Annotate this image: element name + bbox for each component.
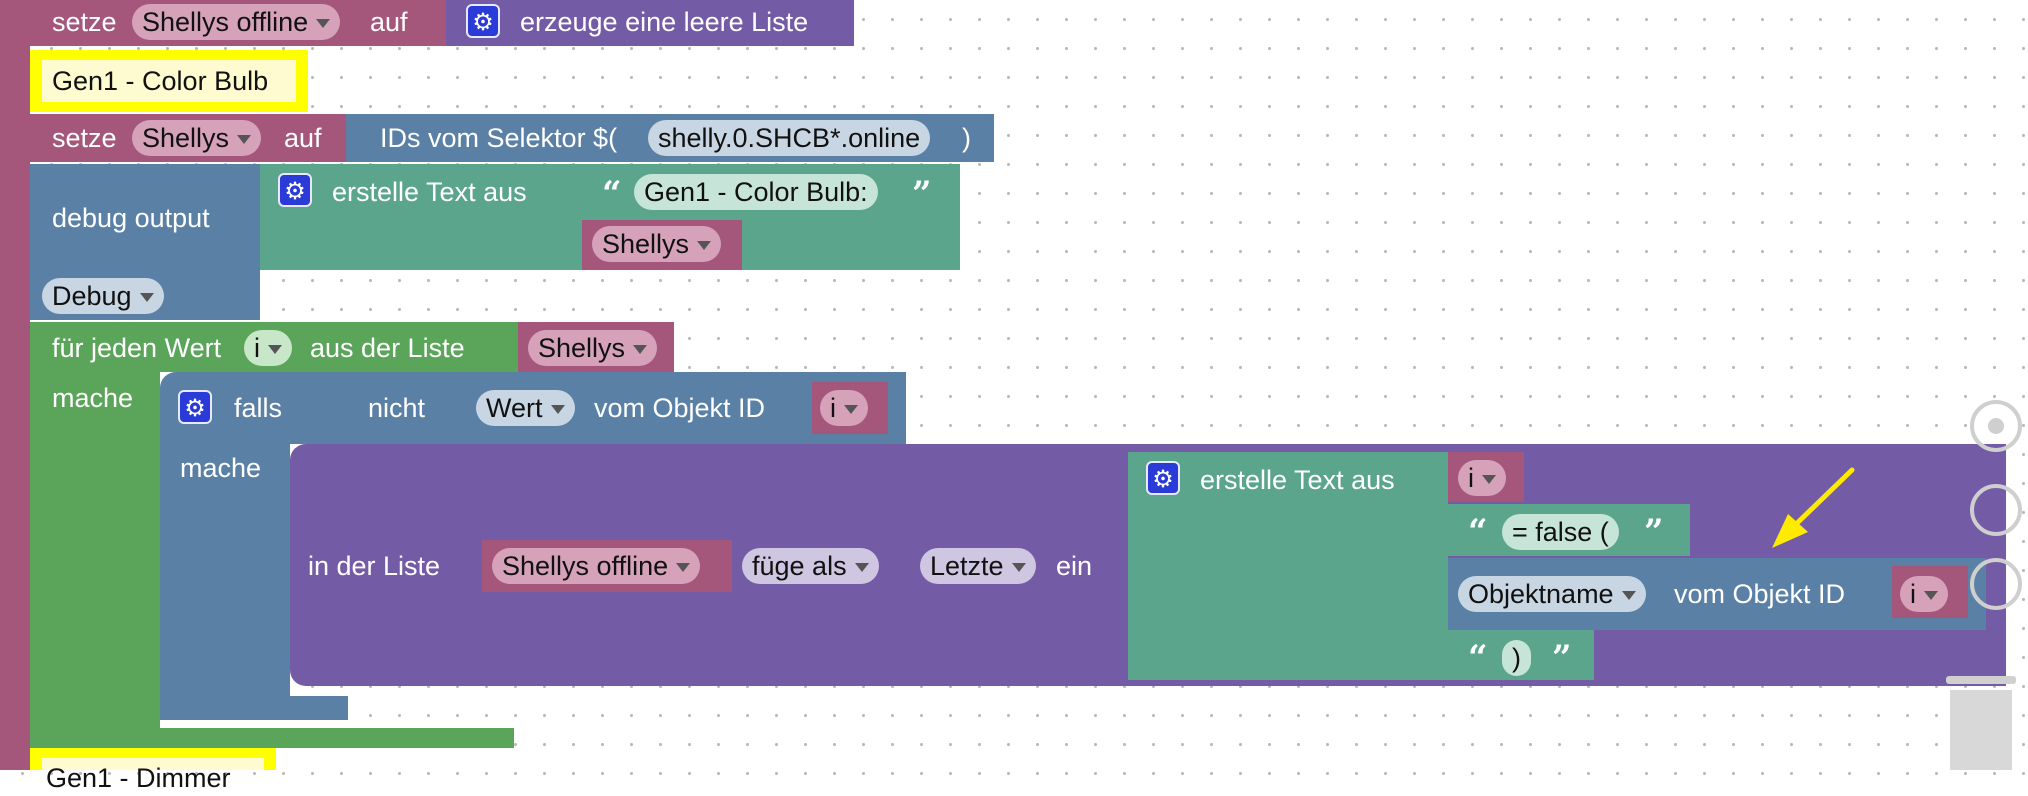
- chevron-down-icon: [237, 135, 252, 145]
- close-quote-icon: ”: [1552, 638, 1572, 678]
- selector-input[interactable]: shelly.0.SHCB*.online: [648, 120, 931, 156]
- chevron-down-icon: [844, 405, 858, 415]
- set-label: setze: [52, 7, 117, 37]
- object-name-dropdown[interactable]: Objektname: [1458, 576, 1646, 612]
- text-input-gen1[interactable]: Gen1 - Color Bulb:: [634, 174, 878, 210]
- text-input-close-paren[interactable]: ): [1502, 640, 1531, 676]
- variable-dropdown-i[interactable]: i: [1458, 460, 1506, 496]
- debug-output-label: debug output: [52, 203, 210, 233]
- chevron-down-icon: [676, 563, 691, 573]
- create-empty-list-block[interactable]: [446, 0, 854, 46]
- if-do-label: mache: [180, 453, 262, 483]
- variable-dropdown-shellys-offline[interactable]: Shellys offline: [492, 548, 701, 584]
- trash-icon[interactable]: [1946, 676, 2020, 770]
- chevron-down-icon: [316, 19, 331, 29]
- chevron-down-icon: [697, 241, 712, 251]
- outer-block-strip: [0, 0, 30, 770]
- gear-icon[interactable]: ⚙: [1146, 461, 1180, 495]
- gear-icon[interactable]: ⚙: [278, 173, 312, 207]
- comment-inner: Gen1 - Dimmer: [42, 758, 264, 793]
- text-input-false[interactable]: = false (: [1502, 514, 1619, 550]
- zoom-reset-icon[interactable]: [1970, 400, 2022, 452]
- chevron-down-icon: [1621, 591, 1636, 601]
- close-quote-icon: ”: [912, 174, 932, 214]
- if-block-bottom: [160, 696, 348, 720]
- chevron-down-icon: [550, 405, 565, 415]
- selector-label: IDs vom Selektor $(: [380, 123, 618, 153]
- in-list-label: in der Liste: [308, 551, 441, 581]
- loop-variable-dropdown[interactable]: i: [244, 330, 292, 366]
- chevron-down-icon: [1924, 591, 1938, 601]
- chevron-down-icon: [854, 563, 869, 573]
- create-text-block[interactable]: [1128, 452, 1448, 680]
- for-each-loop-spine: [30, 370, 160, 730]
- open-quote-icon: “: [1468, 638, 1488, 678]
- variable-dropdown-shellys[interactable]: Shellys: [132, 120, 262, 156]
- close-quote-icon: ”: [1644, 512, 1664, 552]
- zoom-in-icon[interactable]: [1970, 484, 2022, 536]
- not-label: nicht: [368, 393, 426, 423]
- gear-icon[interactable]: ⚙: [178, 390, 212, 424]
- of-object-label: vom Objekt ID: [1674, 579, 1846, 609]
- comment-text: Gen1 - Dimmer: [46, 763, 231, 793]
- to-label: auf: [370, 7, 408, 37]
- chevron-down-icon: [1482, 475, 1496, 485]
- variable-dropdown-i[interactable]: i: [820, 390, 868, 426]
- gear-icon[interactable]: ⚙: [466, 4, 500, 38]
- chevron-down-icon: [1011, 563, 1026, 573]
- create-text-label: erstelle Text aus: [332, 177, 527, 207]
- variable-dropdown-shellys[interactable]: Shellys: [528, 330, 658, 366]
- value-field-dropdown[interactable]: Wert: [476, 390, 575, 426]
- to-label: auf: [284, 123, 322, 153]
- of-object-label: vom Objekt ID: [594, 393, 766, 423]
- variable-dropdown-shellys[interactable]: Shellys: [592, 226, 722, 262]
- chevron-down-icon: [139, 293, 154, 303]
- create-text-label: erstelle Text aus: [1200, 465, 1395, 495]
- in-label: ein: [1056, 551, 1093, 581]
- open-quote-icon: “: [1468, 512, 1488, 552]
- close-paren: ): [962, 123, 971, 153]
- chevron-down-icon: [633, 345, 648, 355]
- open-quote-icon: “: [602, 174, 622, 214]
- annotation-arrow: [1772, 467, 1855, 548]
- variable-dropdown-i[interactable]: i: [1900, 576, 1948, 612]
- from-list-label: aus der Liste: [310, 333, 465, 363]
- for-each-loop-bottom: [30, 728, 514, 748]
- create-empty-list-label: erzeuge eine leere Liste: [520, 7, 809, 37]
- if-label: falls: [234, 393, 283, 423]
- if-block-spine: [160, 440, 290, 718]
- debug-level-dropdown[interactable]: Debug: [42, 278, 164, 314]
- for-each-label: für jeden Wert: [52, 333, 222, 363]
- loop-do-label: mache: [52, 383, 134, 413]
- set-label: setze: [52, 123, 117, 153]
- chevron-down-icon: [268, 345, 282, 355]
- position-dropdown[interactable]: Letzte: [920, 548, 1036, 584]
- variable-dropdown-shellys-offline[interactable]: Shellys offline: [132, 4, 341, 40]
- comment-inner: [42, 60, 296, 102]
- insert-mode-dropdown[interactable]: füge als: [742, 548, 879, 584]
- zoom-out-icon[interactable]: [1970, 558, 2022, 610]
- comment-text: Gen1 - Color Bulb: [52, 66, 269, 96]
